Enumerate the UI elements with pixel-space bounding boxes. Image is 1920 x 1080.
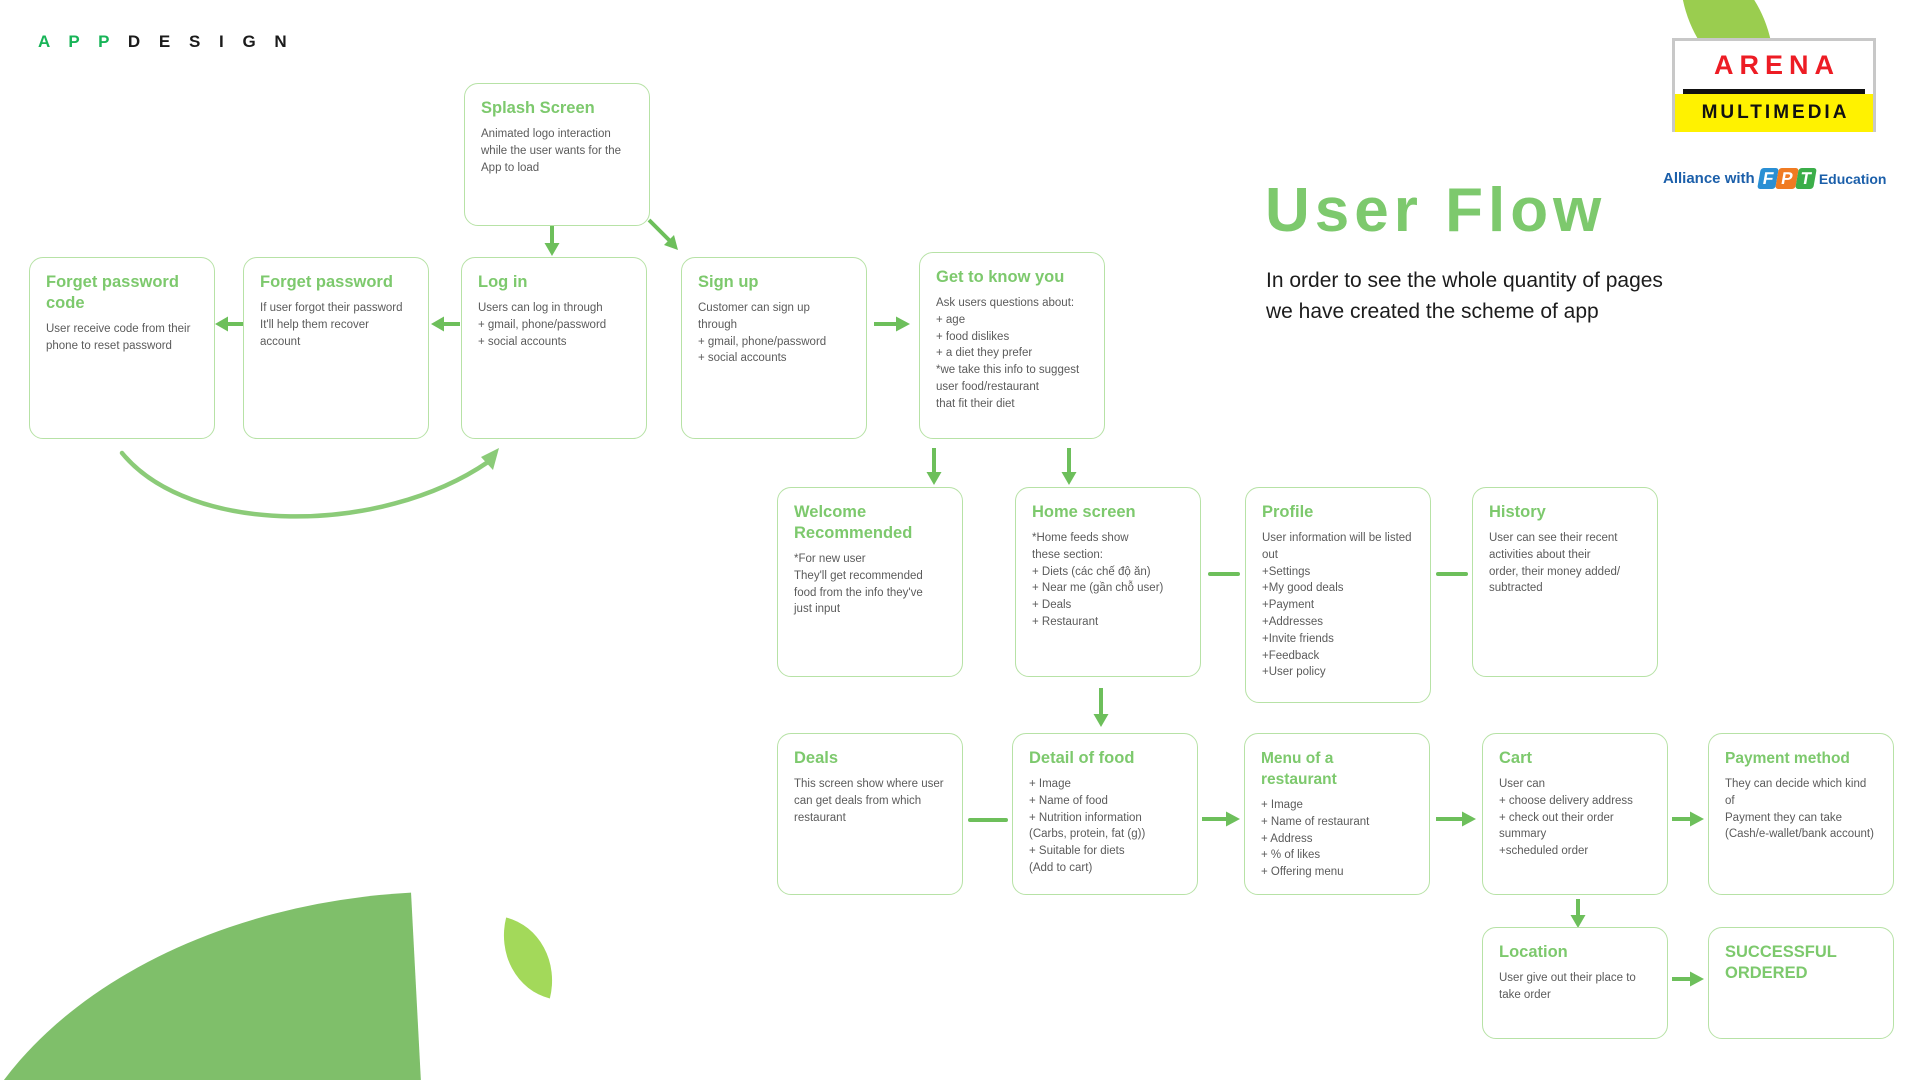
card-title: Menu of a restaurant (1261, 750, 1337, 788)
arrow-splash-to-signup (645, 216, 685, 258)
arrow-forget-password-to-code (214, 313, 246, 335)
connector-home-to-profile (1208, 572, 1240, 576)
card-title: Cart (1499, 749, 1533, 767)
arrow-cart-to-payment-method (1670, 808, 1706, 830)
leaf-decoration-small (489, 917, 567, 999)
arrow-login-to-forget-password (430, 313, 462, 335)
multimedia-wordmark: MULTIMEDIA (1701, 102, 1850, 123)
card-title: Log in (478, 273, 528, 291)
arrow-location-to-successful-ordered (1670, 968, 1706, 990)
card-home-screen[interactable]: Home screen *Home feeds show these secti… (1015, 487, 1201, 677)
card-splash-screen[interactable]: Splash Screen Animated logo interaction … (464, 83, 650, 226)
brand-app-text: A P P (38, 32, 117, 51)
fpt-logo: F P T (1756, 168, 1817, 189)
card-title: Profile (1262, 503, 1314, 521)
card-body: Customer can sign up through + gmail, ph… (698, 302, 827, 365)
user-flow-subtitle: In order to see the whole quantity of pa… (1266, 269, 1663, 323)
card-history[interactable]: History User can see their recent activi… (1472, 487, 1658, 677)
card-body: Ask users questions about: + age + food … (936, 297, 1080, 410)
card-body: User receive code from their phone to re… (46, 323, 191, 352)
arrow-home-to-detail-of-food (1090, 686, 1112, 730)
leaf-decoration-large (0, 892, 429, 1080)
arena-wordmark: ARENA (1713, 49, 1840, 80)
card-sign-up[interactable]: Sign up Customer can sign up through + g… (681, 257, 867, 439)
arena-logo-divider (1683, 89, 1865, 94)
card-profile[interactable]: Profile User information will be listed … (1245, 487, 1431, 703)
card-body: *For new user They'll get recommended fo… (794, 553, 923, 616)
card-welcome-recommended[interactable]: Welcome Recommended *For new user They'l… (777, 487, 963, 677)
arrow-detail-to-menu (1200, 808, 1242, 830)
card-title: Get to know you (936, 268, 1065, 286)
card-title: Forget password (260, 273, 393, 291)
card-successful-ordered[interactable]: SUCCESSFUL ORDERED (1708, 927, 1894, 1039)
fpt-letter-t: T (1794, 168, 1817, 189)
card-body: User give out their place to take order (1499, 972, 1636, 1001)
card-body: This screen show where user can get deal… (794, 778, 944, 824)
card-body: *Home feeds show these section: + Diets … (1032, 532, 1164, 628)
card-body: + Image + Name of restaurant + Address +… (1261, 799, 1370, 879)
card-title: Sign up (698, 273, 759, 291)
card-title: SUCCESSFUL ORDERED (1725, 943, 1837, 982)
card-title: Home screen (1032, 503, 1136, 521)
card-cart[interactable]: Cart User can + choose delivery address … (1482, 733, 1668, 895)
card-body: User can + choose delivery address + che… (1499, 778, 1633, 858)
connector-deals-to-detail-of-food (968, 818, 1008, 822)
card-title: Forget password code (46, 273, 179, 312)
card-title: Payment method (1725, 750, 1850, 767)
card-forget-password-code[interactable]: Forget password code User receive code f… (29, 257, 215, 439)
card-body: User information will be listed out +Set… (1262, 532, 1412, 679)
card-log-in[interactable]: Log in Users can log in through + gmail,… (461, 257, 647, 439)
arrow-menu-to-cart (1434, 808, 1478, 830)
education-text: Education (1818, 170, 1887, 187)
card-title: Detail of food (1029, 749, 1135, 767)
card-body: If user forgot their password It'll help… (260, 302, 403, 348)
brand-design-text: D E S I G N (127, 32, 294, 51)
card-detail-of-food[interactable]: Detail of food + Image + Name of food + … (1012, 733, 1198, 895)
card-body: Animated logo interaction while the user… (481, 128, 621, 174)
card-location[interactable]: Location User give out their place to ta… (1482, 927, 1668, 1039)
card-title: Deals (794, 749, 839, 767)
arrow-signup-to-get-to-know-you (872, 313, 912, 335)
card-body: + Image + Name of food + Nutrition infor… (1029, 778, 1146, 874)
arena-multimedia-logo: ARENA MULTIMEDIA (1672, 38, 1876, 132)
user-flow-heading: User Flow (1265, 176, 1607, 245)
card-forget-password[interactable]: Forget password If user forgot their pas… (243, 257, 429, 439)
arrow-to-home-screen (1058, 446, 1080, 488)
alliance-prefix-text: Alliance with (1663, 170, 1755, 187)
card-body: Users can log in through + gmail, phone/… (478, 302, 607, 348)
card-title: Location (1499, 943, 1568, 961)
card-payment-method[interactable]: Payment method They can decide which kin… (1708, 733, 1894, 895)
card-get-to-know-you[interactable]: Get to know you Ask users questions abou… (919, 252, 1105, 439)
arrow-curved-back-to-login (100, 440, 520, 540)
connector-profile-to-history (1436, 572, 1468, 576)
arrow-to-welcome-recommended (923, 446, 945, 488)
arena-logo-bottom: MULTIMEDIA (1675, 94, 1873, 132)
page-title: A P P D E S I G N (38, 32, 294, 52)
card-title: Welcome Recommended (794, 503, 913, 542)
card-title: History (1489, 503, 1546, 521)
card-body: User can see their recent activities abo… (1489, 532, 1621, 595)
card-title: Splash Screen (481, 99, 595, 117)
card-menu-of-a-restaurant[interactable]: Menu of a restaurant + Image + Name of r… (1244, 733, 1430, 895)
fpt-alliance-tagline: Alliance with F P T Education (1663, 168, 1886, 189)
arena-logo-top: ARENA (1675, 41, 1873, 89)
arrow-cart-to-location (1567, 898, 1589, 930)
card-body: They can decide which kind of Payment th… (1725, 778, 1874, 841)
card-deals[interactable]: Deals This screen show where user can ge… (777, 733, 963, 895)
